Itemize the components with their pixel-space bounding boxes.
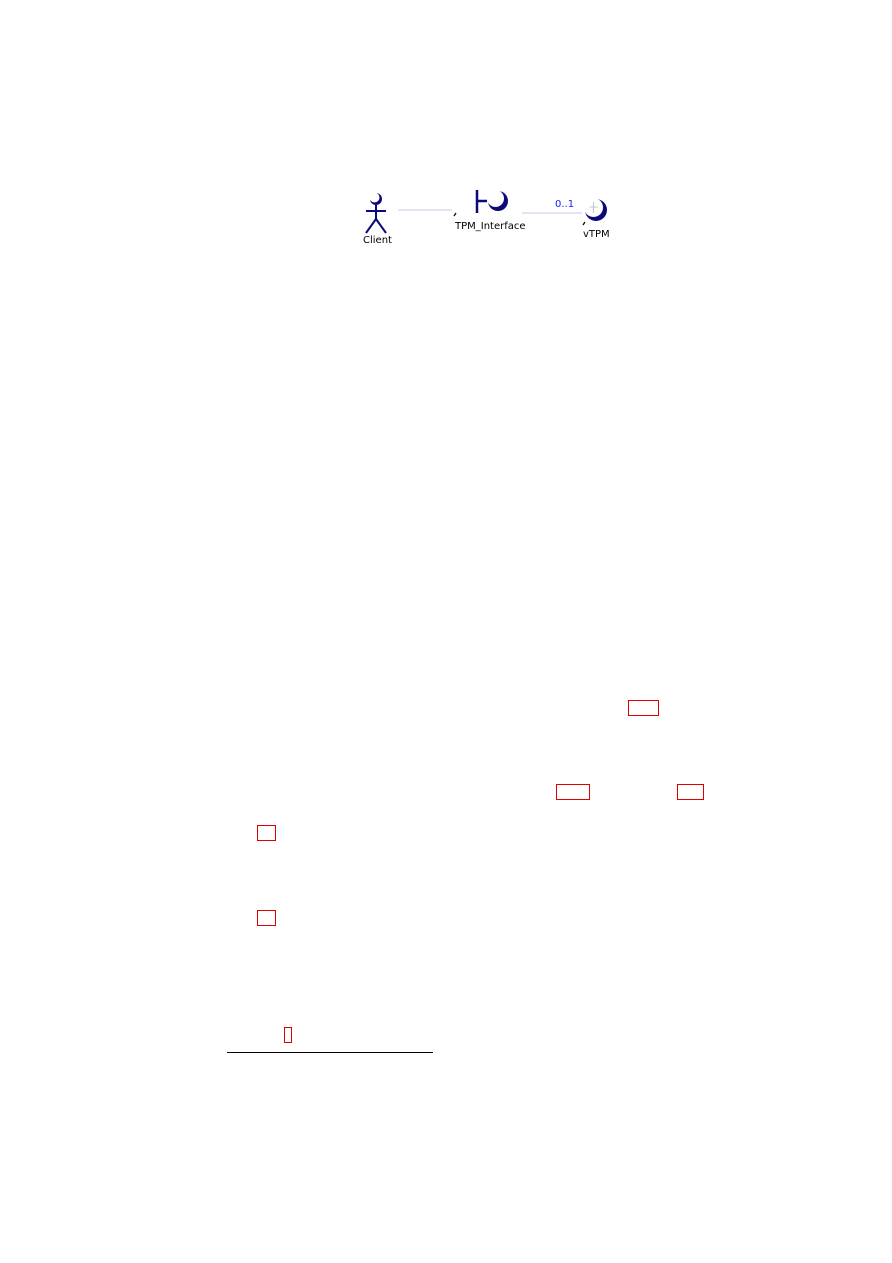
footnote-rule (227, 1052, 433, 1053)
reference-link-box[interactable] (556, 784, 590, 800)
reference-link-box[interactable] (628, 700, 659, 716)
vtpm-label: vTPM (583, 229, 610, 240)
uml-diagram: Client TPM_Interface 0..1 vTPM (350, 180, 620, 255)
footnote-link-box[interactable] (284, 1027, 292, 1043)
anchor-mark-icon (582, 221, 586, 226)
control-icon (584, 198, 607, 221)
multiplicity-label: 0..1 (555, 199, 575, 210)
reference-link-box[interactable] (257, 825, 276, 841)
anchor-mark-icon (453, 212, 457, 217)
reference-link-box[interactable] (257, 910, 276, 926)
tpm-interface-label: TPM_Interface (455, 221, 526, 232)
actor-icon (365, 192, 387, 234)
boundary-icon (475, 190, 508, 213)
reference-link-box[interactable] (677, 784, 704, 800)
diagram-canvas (365, 190, 607, 234)
client-label: Client (363, 235, 392, 246)
